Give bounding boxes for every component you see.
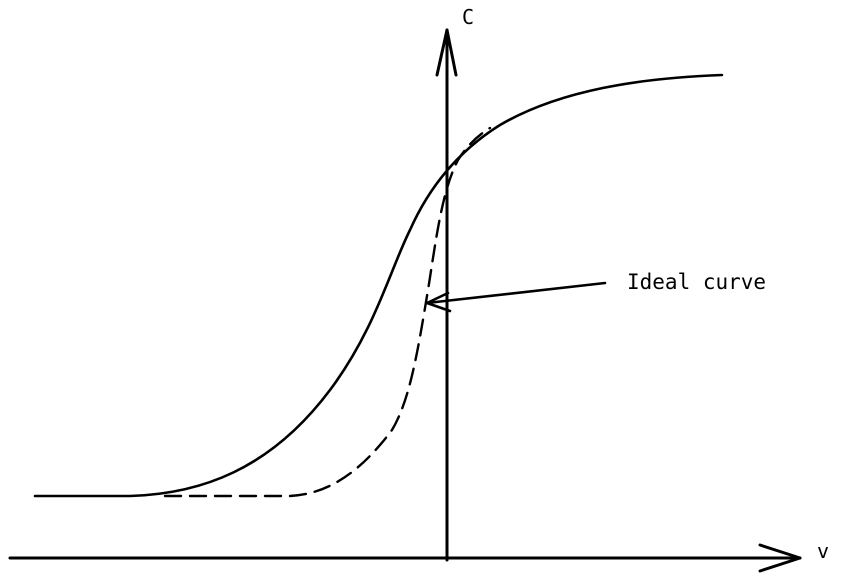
- ideal-curve-annotation: Ideal curve: [627, 270, 766, 294]
- x-axis-label: v: [817, 539, 829, 563]
- annotation-arrowhead: [425, 291, 452, 313]
- y-axis-label: C: [462, 5, 474, 29]
- measured-curve: [33, 73, 724, 498]
- y-axis-arrowhead: [435, 28, 458, 77]
- ideal-curve: [163, 126, 492, 498]
- annotation-arrow-line: [425, 281, 607, 305]
- x-axis-arrowhead: [758, 543, 802, 573]
